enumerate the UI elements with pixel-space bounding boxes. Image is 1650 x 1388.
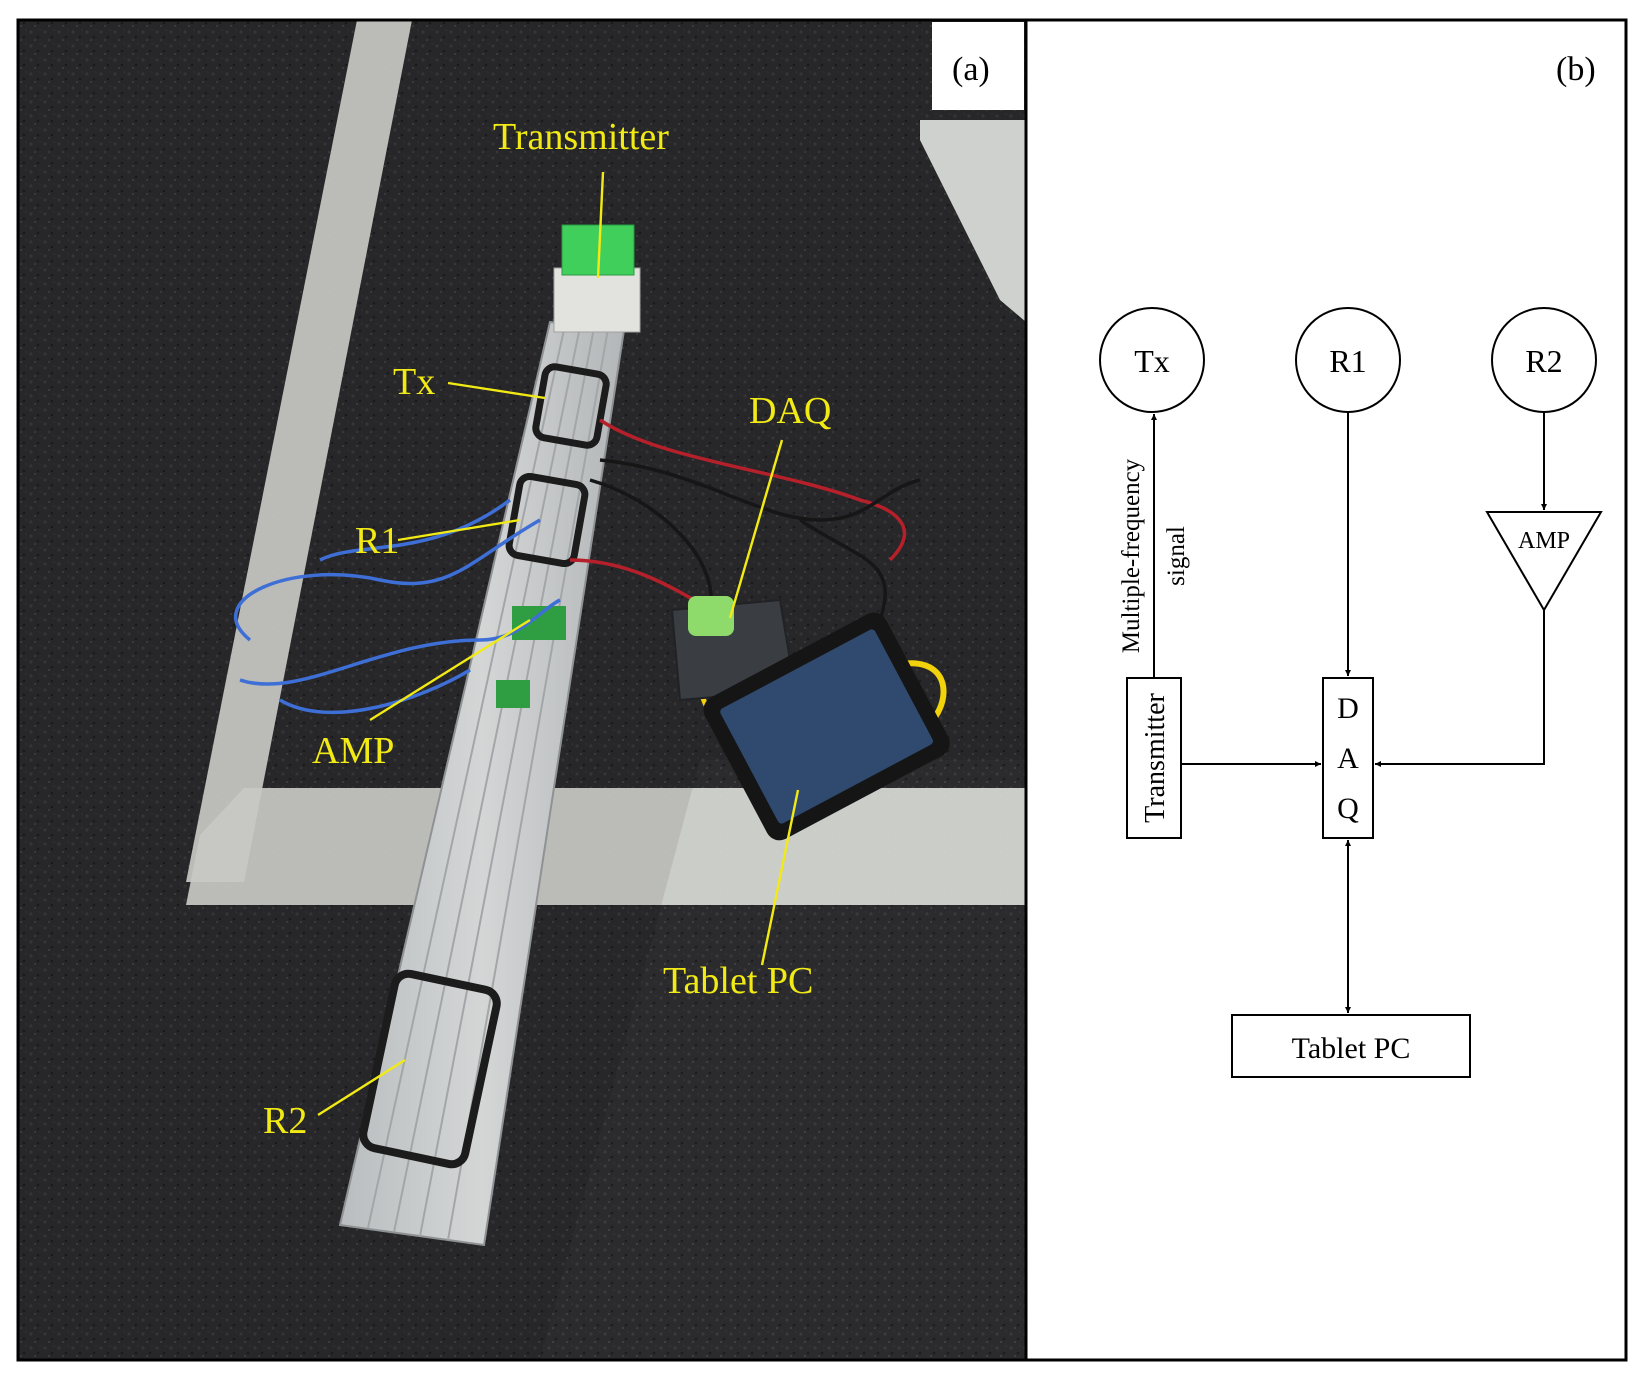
callout-amp: AMP	[312, 730, 394, 772]
coil-r2	[359, 969, 501, 1169]
node-tx	[1099, 307, 1205, 413]
coil-r1	[505, 472, 589, 568]
callout-tablet-pc: Tablet PC	[663, 960, 813, 1002]
node-tx-label: Tx	[1134, 343, 1170, 379]
panel-a-photo: Transmitter Tx DAQ R1 AMP Tablet PC R2 (…	[18, 20, 1026, 1360]
frames	[16, 18, 1628, 1362]
node-daq	[1322, 677, 1374, 839]
node-tablet-pc-label: Tablet PC	[1292, 1032, 1411, 1065]
transmitter-housing	[553, 267, 641, 333]
amp-board	[512, 606, 566, 640]
edge-amp-daq	[1375, 610, 1545, 767]
node-tablet-pc	[1231, 1014, 1471, 1078]
callout-r1: R1	[355, 520, 399, 562]
node-amp-label: AMP	[1518, 528, 1570, 554]
node-daq-letter-d: D	[1337, 692, 1359, 725]
panel-b-text: Tx R1 R2 AMP Transmitter D A Q Tablet PC…	[1118, 51, 1596, 1065]
edge-label-line-2: signal	[1163, 526, 1190, 586]
coil-tx	[532, 363, 610, 449]
node-r2-label: R2	[1525, 343, 1562, 379]
callout-daq: DAQ	[749, 390, 831, 432]
node-daq-letter-a: A	[1337, 742, 1359, 775]
node-r1-label: R1	[1329, 343, 1366, 379]
tablet-pc	[703, 612, 950, 841]
lane-marking-vertical	[186, 20, 412, 882]
panel-a-label: (a)	[952, 51, 990, 88]
node-amp	[1485, 511, 1603, 612]
edge-label-line-1: Multiple-frequency	[1118, 458, 1145, 653]
callout-transmitter: Transmitter	[493, 116, 669, 158]
node-transmitter-label: Transmitter	[1140, 693, 1171, 823]
callout-lines	[317, 171, 800, 1117]
node-daq-letter-q: Q	[1337, 792, 1359, 825]
curb	[920, 120, 1026, 322]
callout-r2: R2	[263, 1100, 307, 1142]
panel-b-label: (b)	[1556, 51, 1596, 88]
callout-tx: Tx	[393, 361, 435, 403]
panel-b-diagram	[1099, 307, 1603, 1078]
